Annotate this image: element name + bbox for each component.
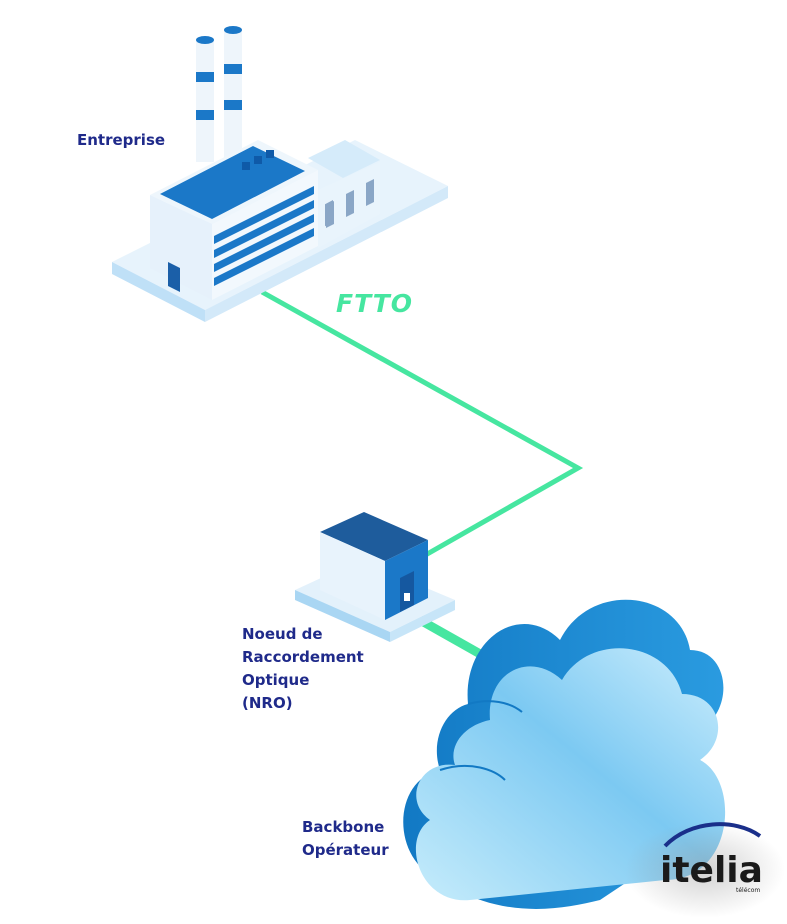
- itelia-logo: itelia télécom: [625, 822, 785, 918]
- nro-label-line: (NRO): [242, 694, 293, 712]
- backbone-label: Backbone Opérateur: [302, 818, 389, 859]
- nro-label: Noeud de Raccordement Optique (NRO): [242, 625, 364, 712]
- backbone-label-line: Opérateur: [302, 841, 389, 859]
- entreprise-building-icon: [112, 26, 448, 322]
- logo-subtitle: télécom: [736, 887, 760, 894]
- nro-label-line: Optique: [242, 671, 309, 689]
- backbone-label-line: Backbone: [302, 818, 384, 836]
- ftto-label: FTTO: [336, 289, 413, 318]
- nro-label-line: Noeud de: [242, 625, 323, 643]
- logo-wordmark: itelia: [660, 850, 763, 891]
- nro-building-icon: [295, 512, 455, 642]
- cloud-icon: [403, 599, 726, 909]
- nro-label-line: Raccordement: [242, 648, 364, 666]
- entreprise-label: Entreprise: [77, 131, 165, 149]
